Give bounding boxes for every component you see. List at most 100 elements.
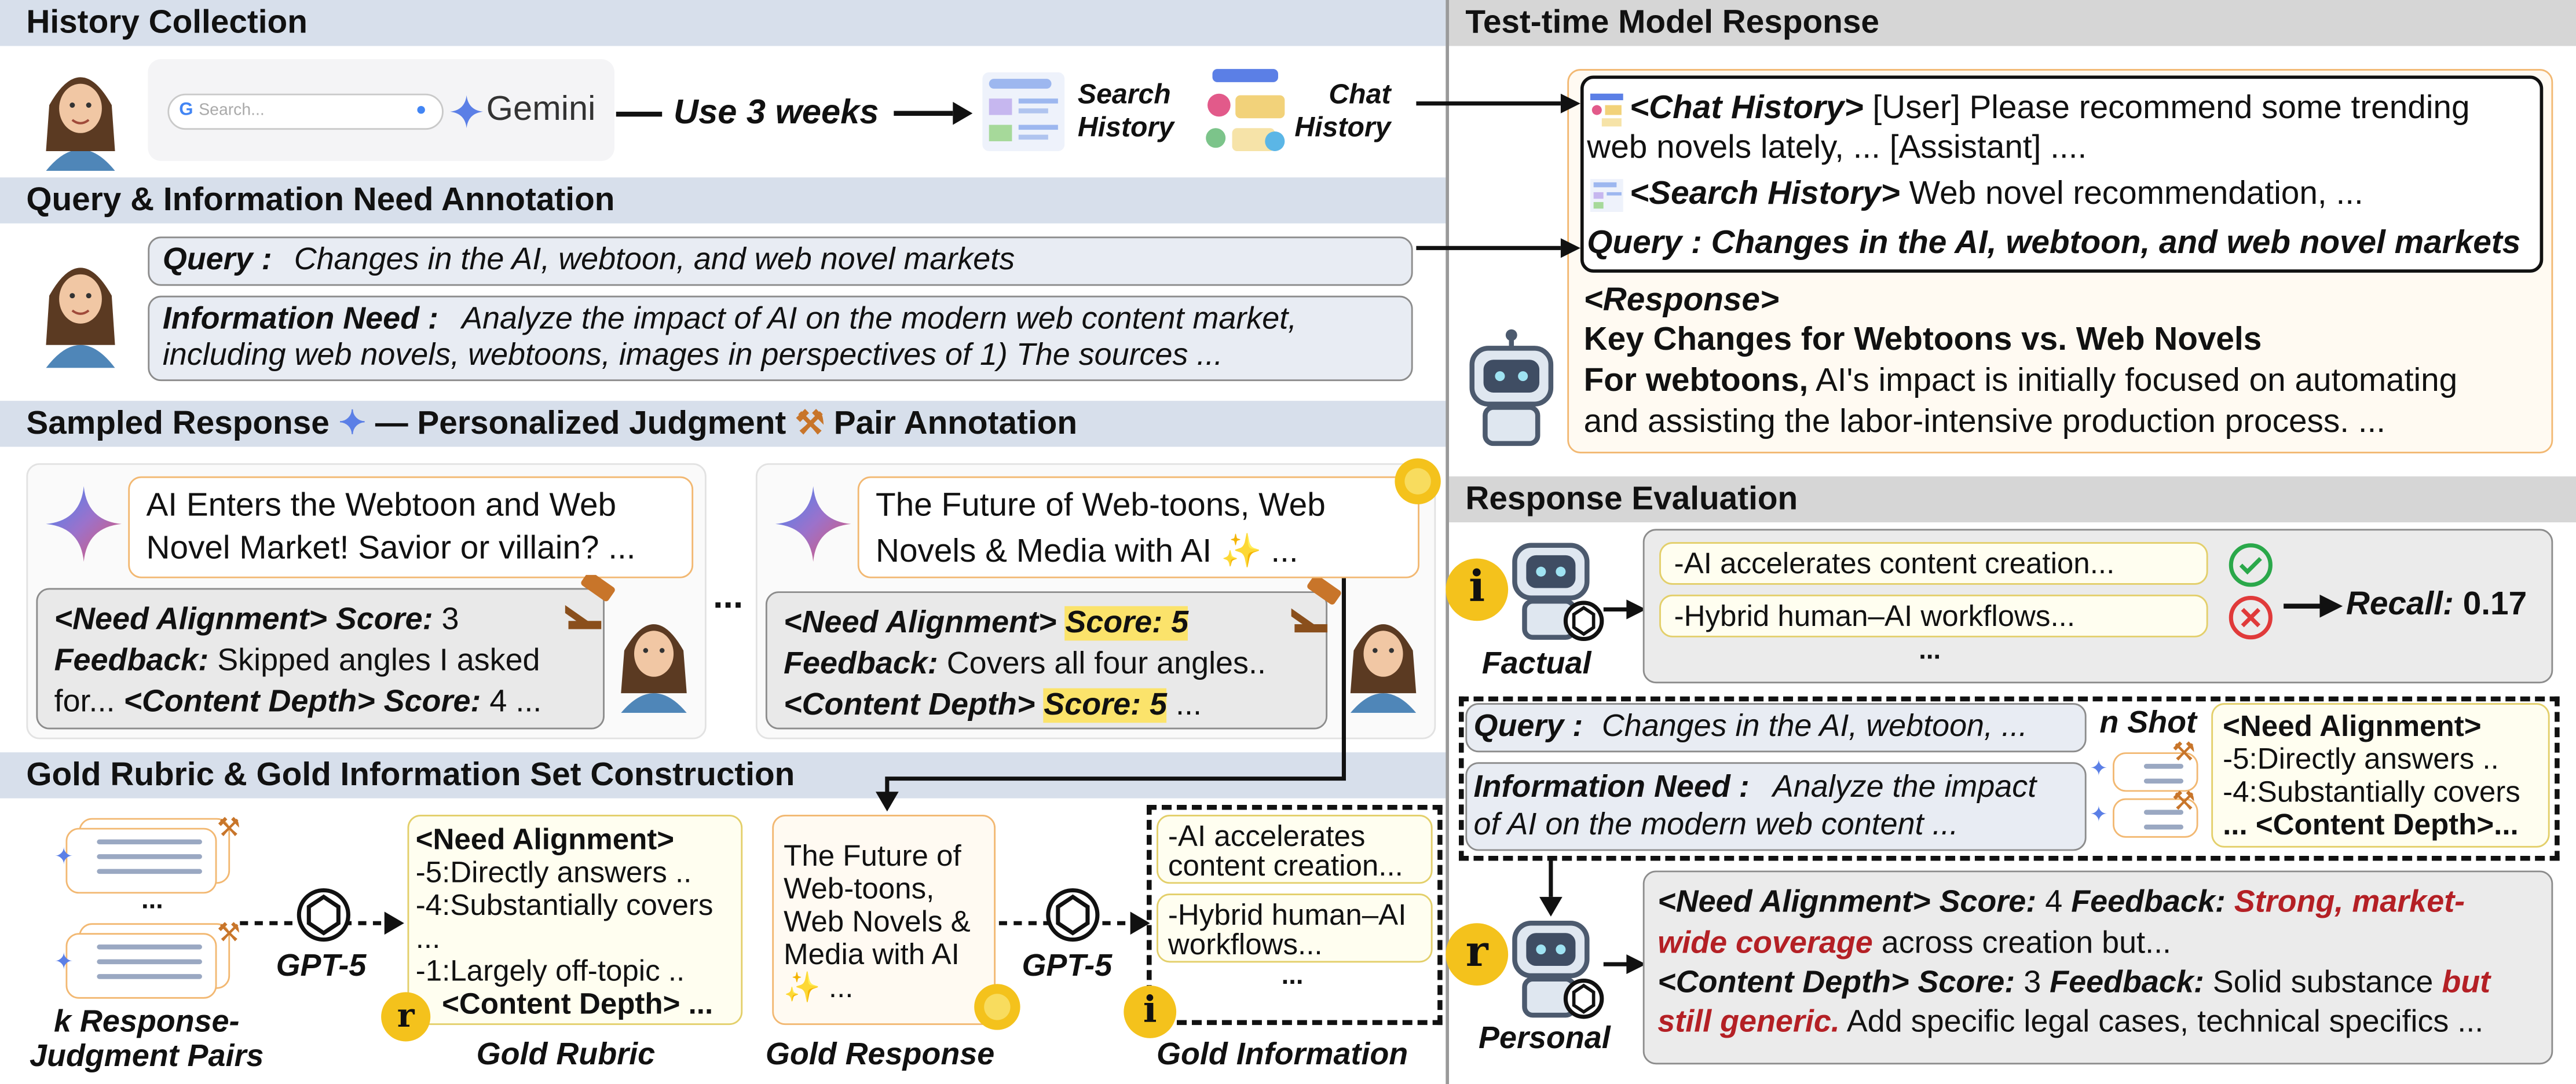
section-sampled-response: Sampled Response ✦ — Personalized Judgme… (0, 401, 1446, 447)
connector-arrow-to-gold-response (875, 578, 1346, 812)
user-avatar-icon (46, 77, 115, 171)
information-need-box: Information Need : Analyze the impact of… (148, 295, 1413, 382)
chat-history-icon (1590, 93, 1623, 127)
openai-logo-icon (1046, 888, 1100, 942)
rubric-badge-icon: r (381, 992, 431, 1042)
search-history-icon (982, 72, 1065, 151)
arrow-right-icon (1603, 599, 1646, 620)
gavel-icon: ⚒ (2172, 739, 2196, 767)
robot-model-icon (1469, 329, 1554, 446)
context-box: <Chat History> [User] Please recommend s… (1580, 75, 2544, 273)
chat-history-icon (1206, 69, 1285, 151)
eval-info-need-box: Information Need : Analyze the impact of… (1465, 762, 2087, 851)
k-pairs-caption: k Response-Judgment Pairs (30, 1005, 264, 1075)
test-query-line: Query : Changes in the AI, webtoon, and … (1587, 225, 2521, 262)
judgment-box-1: <Need Alignment> Score: 3 Feedback: Skip… (36, 588, 605, 730)
gold-information-caption: Gold Information (1157, 1038, 1408, 1073)
recall-value: 0.17 (2462, 586, 2527, 623)
gemini-sparkle-icon: ✦ (338, 405, 367, 442)
robot-evaluator-icon (1512, 543, 1604, 642)
section-gold-construction: Gold Rubric & Gold Information Set Const… (0, 752, 1446, 799)
robot-evaluator-icon (1512, 920, 1604, 1019)
arrow-chat-history (1416, 93, 1580, 113)
personal-prompt-region (1459, 696, 2560, 861)
arrow-right-icon (894, 101, 973, 125)
arrow-query (1416, 238, 1580, 258)
connector-line (616, 111, 663, 117)
search-placeholder: Search... (199, 101, 265, 120)
gemini-sparkle-icon (46, 486, 122, 562)
section-query-annotation: Query & Information Need Annotation (0, 177, 1446, 224)
ellipsis: ... (713, 574, 744, 616)
response-title: Key Changes for Webtoons vs. Web Novels (1583, 322, 2262, 358)
query-label: Query : (162, 243, 272, 278)
gpt5-label: GPT-5 (1022, 949, 1113, 984)
judgment-box-2: <Need Alignment> Score: 5 Feedback: Cove… (765, 591, 1328, 730)
cross-icon (2229, 596, 2273, 640)
gavel-icon: ⚒ (2172, 788, 2196, 816)
personal-eval-box: <Need Alignment> Score: 4 Feedback: Stro… (1642, 870, 2553, 1065)
gold-medal-icon (974, 984, 1020, 1030)
column-divider (1446, 0, 1450, 1084)
user-avatar-icon (1350, 624, 1417, 713)
gold-information-set (1147, 805, 1443, 1026)
gemini-sparkle-icon (775, 486, 851, 562)
gold-info-item-1: -AI accelerates content creation... (1157, 815, 1433, 884)
gavel-icon: ⚒ (217, 920, 241, 948)
arrow-right-icon (1603, 954, 1646, 975)
info-badge-icon: i (1124, 986, 1177, 1038)
shot-card (2113, 798, 2198, 838)
gemini-sparkle-icon: ✦ (2090, 801, 2108, 826)
gemini-label: Gemini (486, 90, 596, 129)
info-need-label: Information Need : (162, 302, 438, 337)
gemini-sparkle-icon: ✦ (54, 843, 74, 869)
search-input[interactable]: G Search... ● (167, 93, 444, 130)
response-label: <Response> (1583, 282, 1780, 319)
query-box: Query : Changes in the AI, webtoon, and … (148, 236, 1413, 286)
eval-query-box: Query : Changes in the AI, webtoon, ... (1465, 703, 2087, 753)
gold-info-item-2: -Hybrid human–AI workflows... (1157, 893, 1433, 963)
info-badge-icon: i (1446, 558, 1509, 621)
gavel-icon: ⚒ (795, 405, 825, 442)
pair-card (65, 827, 217, 894)
personal-caption: Personal (1479, 1021, 1611, 1057)
dashed-arrow (240, 911, 404, 935)
info-need-line1: Analyze the impact of AI on the modern w… (462, 302, 1297, 337)
gemini-sparkle-icon: ✦ (2090, 755, 2108, 781)
query-text: Changes in the AI, webtoon, and web nove… (294, 243, 1015, 278)
section-test-time-response: Test-time Model Response (1449, 0, 2576, 46)
gavel-icon (565, 574, 615, 629)
factual-caption: Factual (1481, 647, 1591, 682)
shot-card (2113, 752, 2198, 792)
eval-rubric-box: <Need Alignment> -5:Directly answers .. … (2211, 703, 2550, 848)
gold-medal-icon (1395, 458, 1441, 504)
user-avatar-icon (46, 268, 115, 368)
check-icon (2229, 543, 2273, 587)
arrow-down-icon (1539, 860, 1563, 917)
section-history-collection: History Collection (0, 0, 1446, 46)
rubric-badge-icon: r (1446, 923, 1509, 986)
search-history-icon (1590, 179, 1623, 212)
fact-item-2: -Hybrid human–AI workflows... (1659, 594, 2208, 638)
sample-response-text-1: AI Enters the Webtoon and Web Novel Mark… (128, 476, 694, 578)
gold-rubric-box: <Need Alignment> -5:Directly answers .. … (407, 815, 743, 1026)
gold-rubric-caption: Gold Rubric (476, 1038, 656, 1073)
ellipsis: ... (141, 887, 163, 915)
arrow-right-icon (2284, 594, 2343, 618)
gpt5-label: GPT-5 (276, 949, 367, 984)
gemini-sparkle-icon: ✦ (54, 947, 74, 975)
ellipsis: ... (1281, 962, 1304, 991)
user-avatar-icon (621, 624, 687, 713)
section-response-evaluation: Response Evaluation (1449, 476, 2576, 523)
info-need-line2: including web novels, webtoons, images i… (162, 338, 1223, 373)
gold-response-caption: Gold Response (765, 1038, 995, 1073)
pair-card (65, 933, 217, 999)
n-shot-label: n Shot (2099, 706, 2197, 741)
openai-logo-icon (297, 888, 350, 942)
ellipsis: ... (1919, 637, 1941, 665)
fact-item-1: -AI accelerates content creation... (1659, 542, 2208, 585)
gavel-icon: ⚒ (217, 815, 241, 843)
